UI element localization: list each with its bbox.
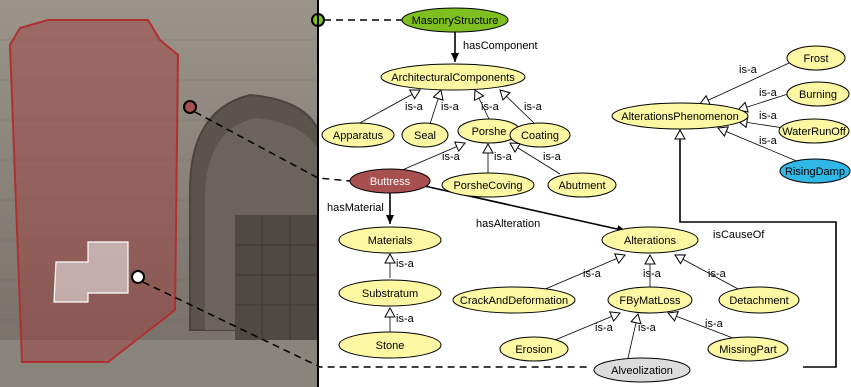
node-frost[interactable]: Frost xyxy=(786,45,846,71)
label-isa-burning: is-a xyxy=(759,87,778,99)
node-abutment[interactable]: Abutment xyxy=(547,172,617,198)
label-isa-seal: is-a xyxy=(441,101,460,113)
svg-text:Porshe: Porshe xyxy=(472,126,507,138)
label-isa-erosion: is-a xyxy=(595,322,614,334)
callout-buttress xyxy=(183,100,197,114)
svg-text:MasonryStructure: MasonryStructure xyxy=(412,15,499,27)
label-isa-crack: is-a xyxy=(583,268,602,280)
isa-edges xyxy=(357,57,807,359)
label-isa-buttress: is-a xyxy=(442,151,461,163)
label-isa-missingpart: is-a xyxy=(705,318,724,330)
label-isa-fbymatloss: is-a xyxy=(643,268,662,280)
label-isa-coating: is-a xyxy=(524,101,543,113)
label-isa-substratum: is-a xyxy=(396,258,415,270)
node-substratum[interactable]: Substratum xyxy=(338,279,442,307)
label-isa-porshe: is-a xyxy=(481,101,500,113)
label-has-material: hasMaterial xyxy=(327,202,384,214)
svg-text:FByMatLoss: FByMatLoss xyxy=(619,295,681,307)
svg-text:Erosion: Erosion xyxy=(515,344,552,356)
svg-text:Buttress: Buttress xyxy=(370,176,411,188)
svg-text:ArchitecturalComponents: ArchitecturalComponents xyxy=(391,72,515,84)
photo-area xyxy=(0,0,325,387)
svg-text:Substratum: Substratum xyxy=(362,288,418,300)
svg-text:AlterationsPhenomenon: AlterationsPhenomenon xyxy=(621,111,738,123)
ground xyxy=(0,340,318,387)
node-erosion[interactable]: Erosion xyxy=(499,336,569,362)
svg-text:Burning: Burning xyxy=(799,89,837,101)
svg-text:Detachment: Detachment xyxy=(729,295,788,307)
nodes: MasonryStructure ArchitecturalComponents… xyxy=(321,7,851,383)
label-has-component: hasComponent xyxy=(463,40,538,52)
node-arch[interactable]: ArchitecturalComponents xyxy=(380,63,526,91)
edge-labels: hasComponent hasMaterial hasAlteration i… xyxy=(327,40,778,334)
alveolization-patch xyxy=(53,241,129,303)
svg-text:Seal: Seal xyxy=(414,130,436,142)
node-stone[interactable]: Stone xyxy=(338,331,442,359)
edges xyxy=(357,32,837,368)
node-masonry[interactable]: MasonryStructure xyxy=(401,7,509,33)
buttress-highlight xyxy=(8,19,180,363)
svg-text:WaterRunOff: WaterRunOff xyxy=(782,126,847,138)
svg-text:Abutment: Abutment xyxy=(558,180,605,192)
svg-text:Alveolization: Alveolization xyxy=(611,365,673,377)
node-porshecoving[interactable]: PorsheCoving xyxy=(441,172,535,198)
node-coating[interactable]: Coating xyxy=(509,122,571,148)
label-isa-frost: is-a xyxy=(739,64,758,76)
node-apparatus[interactable]: Apparatus xyxy=(321,122,395,148)
node-alterations[interactable]: Alterations xyxy=(601,226,699,254)
label-has-alteration: hasAlteration xyxy=(476,218,540,230)
label-isa-risingdamp: is-a xyxy=(759,135,778,147)
node-missingpart[interactable]: MissingPart xyxy=(707,336,789,362)
node-detachment[interactable]: Detachment xyxy=(718,286,800,314)
svg-text:Materials: Materials xyxy=(368,235,413,247)
svg-text:Stone: Stone xyxy=(376,340,405,352)
callout-connectors xyxy=(142,19,590,368)
svg-text:RisingDamp: RisingDamp xyxy=(785,166,845,178)
connector-alveolization xyxy=(142,281,590,368)
door-grid xyxy=(235,215,318,340)
label-isa-detachment: is-a xyxy=(708,268,727,280)
label-isa-apparatus: is-a xyxy=(405,101,424,113)
node-fbymatloss[interactable]: FByMatLoss xyxy=(607,286,693,314)
node-porshe[interactable]: Porshe xyxy=(457,118,521,144)
svg-text:PorsheCoving: PorsheCoving xyxy=(453,180,522,192)
node-waterrunoff[interactable]: WaterRunOff xyxy=(778,118,850,144)
node-crack[interactable]: CrackAndDeformation xyxy=(452,286,576,314)
label-isa-porshecoving: is-a xyxy=(494,151,513,163)
svg-text:Alterations: Alterations xyxy=(624,235,676,247)
node-burning[interactable]: Burning xyxy=(786,81,850,107)
node-alveolization[interactable]: Alveolization xyxy=(593,357,691,383)
label-isa-waterrunoff: is-a xyxy=(759,110,778,122)
svg-text:Frost: Frost xyxy=(803,53,828,65)
node-risingdamp[interactable]: RisingDamp xyxy=(779,158,851,184)
label-isa-alveolization: is-a xyxy=(638,322,657,334)
label-isa-stone: is-a xyxy=(396,313,415,325)
node-seal[interactable]: Seal xyxy=(401,122,449,148)
node-buttress[interactable]: Buttress xyxy=(349,168,431,194)
svg-text:Coating: Coating xyxy=(521,130,559,142)
node-materials[interactable]: Materials xyxy=(338,226,442,254)
svg-text:CrackAndDeformation: CrackAndDeformation xyxy=(460,295,568,307)
svg-text:Apparatus: Apparatus xyxy=(333,130,384,142)
node-phenomenon[interactable]: AlterationsPhenomenon xyxy=(611,102,749,130)
svg-text:MissingPart: MissingPart xyxy=(719,344,776,356)
wooden-door xyxy=(235,215,318,340)
label-is-cause-of: isCauseOf xyxy=(713,229,765,241)
connector-buttress xyxy=(194,111,351,182)
callout-alveolization xyxy=(131,270,145,284)
label-isa-abutment: is-a xyxy=(543,151,562,163)
